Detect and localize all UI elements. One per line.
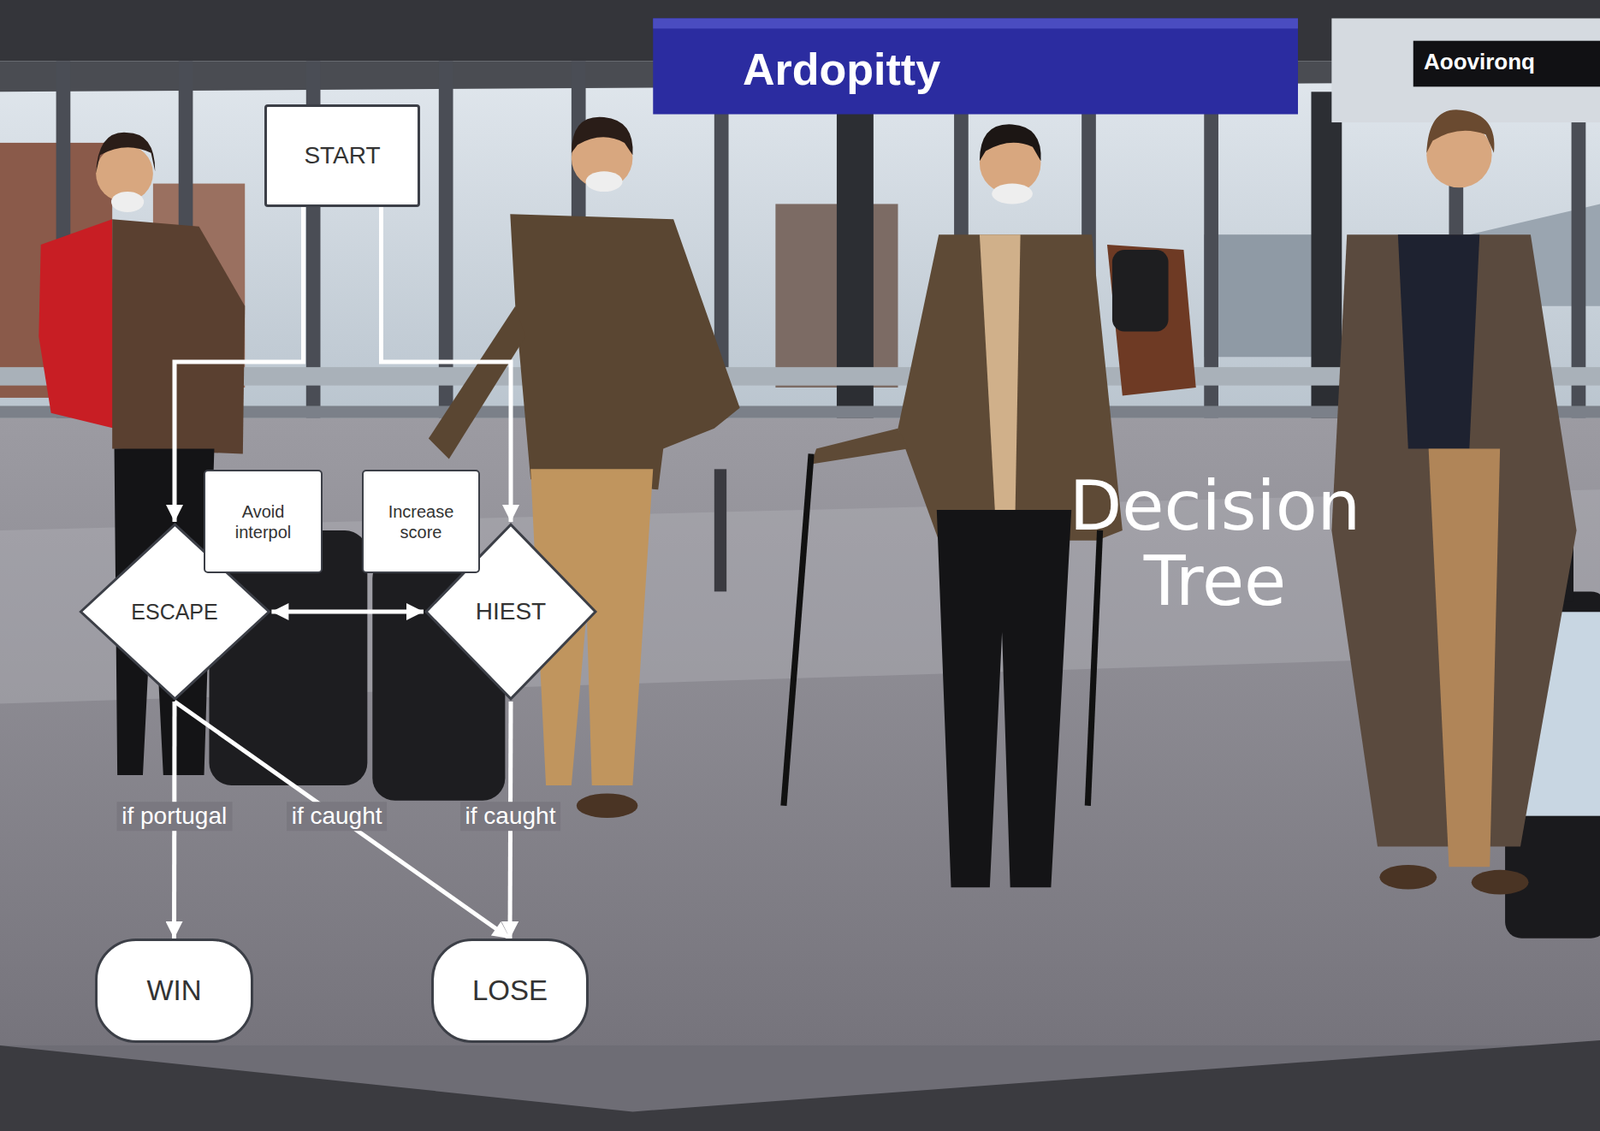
node-label: Avoid interpol [218,501,309,543]
traveller-figure-2 [586,171,623,192]
node-text-group: Increase score [376,501,467,543]
traveller-figure-3 [991,183,1033,205]
node-label: ESCAPE [130,598,218,625]
traveller-figure-3 [979,124,1042,161]
traveller-figure-2 [571,117,634,155]
traveller-figure-3 [1112,249,1169,332]
terminal-background [0,418,1600,1046]
traveller-figure-1 [95,132,155,174]
sign-boards [1413,41,1600,88]
diamond-shape [426,524,596,700]
node-text-group: START [303,141,380,171]
note-box: Avoid interpol [203,469,323,574]
sign-text: Aoovironq [1423,49,1535,76]
note-box: Increase score [361,469,480,574]
diamond-shape [80,524,269,700]
traveller-figure-1 [112,219,245,454]
traveller-figure-1 [111,191,144,213]
sign-boards [652,17,1298,29]
traveller-figure-3 [811,428,908,465]
traveller-figure-4 [1379,865,1437,890]
node-text-group: HIEST [475,597,546,627]
sign-boards [1331,17,1600,123]
traveller-figure-3 [783,453,812,806]
traveller-figure-1 [38,219,114,428]
node-label: Increase score [376,501,467,543]
node-label: WIN [146,973,202,1008]
node-label: START [303,141,380,171]
sign-boards [652,17,1298,114]
node-text-group: LOSE [472,973,548,1008]
traveller-figure-4 [1426,109,1494,153]
terminal-background [1203,61,1219,419]
traveller-figure-3 [1107,244,1197,396]
sign-text: Ardopitty [742,44,941,96]
traveller-figure-3 [1087,530,1100,806]
traveller-figure-4 [1398,234,1480,449]
traveller-figure-3 [936,509,1072,888]
traveller-figure-2 [576,793,639,818]
terminal-background [0,1040,1600,1131]
diagram-title: Decision Tree [1018,468,1412,620]
traveller-figure-4 [1331,109,1577,895]
luggage [714,468,727,592]
traveller-figure-3 [979,234,1021,510]
edge-label: if caught [286,801,388,831]
node-label: LOSE [472,973,548,1008]
node-text-group: ESCAPE [130,598,218,625]
node-text-group: Avoid interpol [218,501,309,543]
terminal-background [438,61,454,419]
start-box: START [264,104,421,208]
connector-arrow [271,610,424,615]
traveller-figure-4 [1428,449,1500,868]
node-label: HIEST [475,597,546,627]
traveller-figure-2 [428,117,741,818]
edge-label: if portugal [116,801,232,831]
traveller-figure-1 [38,132,245,776]
traveller-figure-4 [1471,870,1529,895]
traveller-figure-2 [509,213,740,490]
sign-boards [652,17,1600,123]
edge-label: if caught [460,801,562,831]
terminal-box: WIN [94,938,254,1043]
terminal-box: LOSE [431,938,589,1043]
node-text-group: WIN [146,973,202,1008]
